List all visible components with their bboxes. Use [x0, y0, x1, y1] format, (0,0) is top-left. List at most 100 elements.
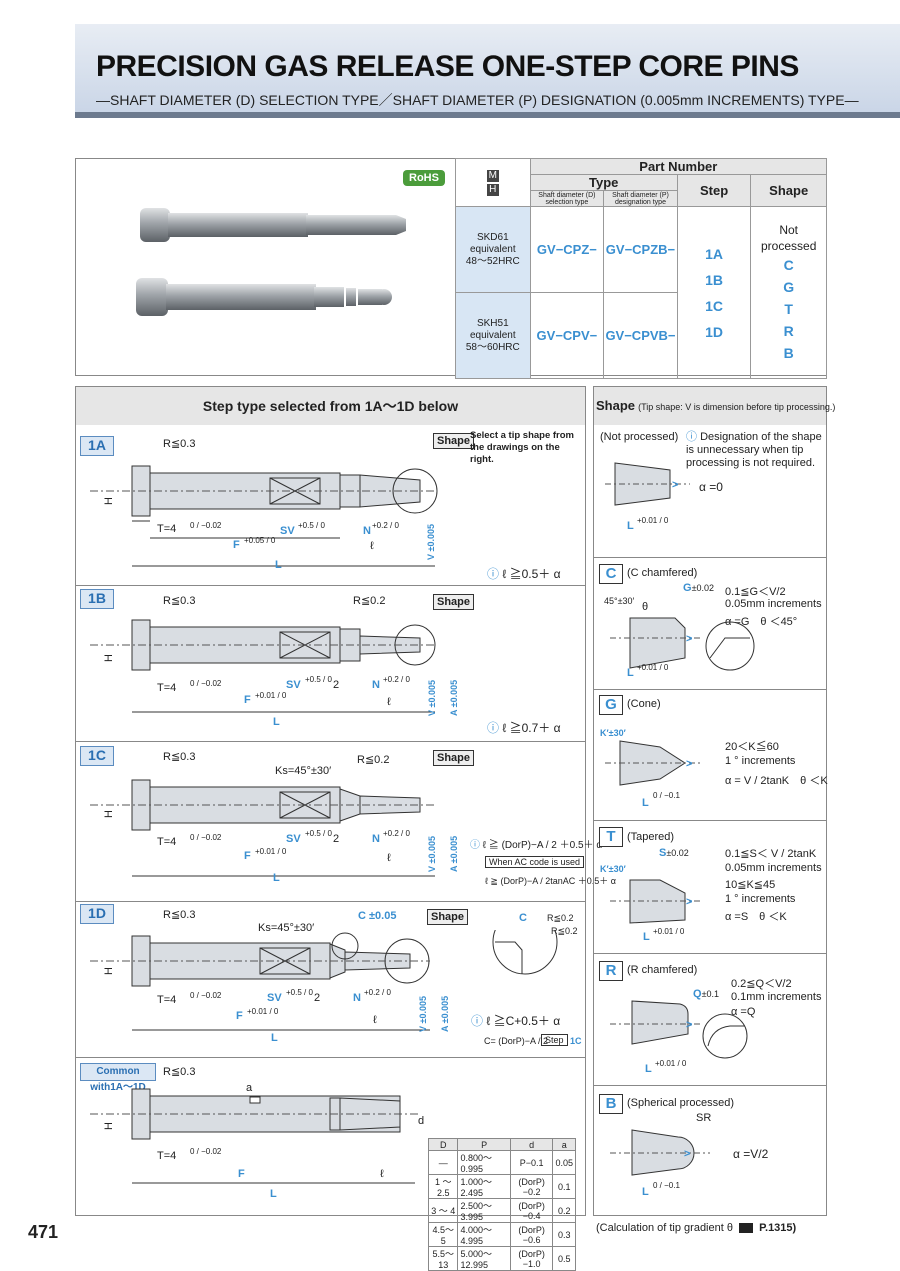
c-label: (C chamfered): [627, 567, 698, 579]
1a-t-label: T=4: [157, 523, 177, 535]
1c-sv-tol: +0.5 / 0: [305, 829, 332, 838]
table-cell: (DorP)−1.0: [509, 1246, 554, 1271]
1b-n-tol: +0.2 / 0: [383, 675, 410, 684]
1d-c-formula: C= (DorP)−A / 2: [484, 1036, 549, 1046]
g-k-label: K′±30′: [600, 728, 626, 738]
t-cond2: 0.05mm increments: [725, 862, 822, 874]
common-h-label: H: [103, 1122, 115, 1130]
1d-detail-c: C: [519, 912, 527, 924]
c-g-label: G±0.02: [683, 582, 714, 594]
1d-detail-r1: R≦0.2: [547, 913, 574, 923]
t-cond4: 1 ° increments: [725, 893, 796, 905]
shape-b: B: [783, 344, 794, 361]
type-code-cpz: GV−CPZ−: [529, 206, 605, 293]
table-cell: 4.5～ 5: [427, 1222, 459, 1247]
footer-page-link[interactable]: P.1315): [759, 1222, 797, 1234]
shape-panel-heading: Shape (Tip shape: V is dimension before …: [594, 387, 835, 425]
1c-v-label: V ±0.005: [427, 836, 437, 872]
1b-shape-button: Shape: [433, 594, 475, 610]
1c-formula2: ℓ ≧ (DorP)−A / 2tanAC ＋0.5＋ α: [485, 876, 616, 886]
material-row-1: SKD61 equivalent 48～52HRC: [455, 206, 531, 293]
r-cond2: 0.1mm increments: [731, 991, 822, 1003]
header-band: [75, 24, 900, 118]
1d-step-button: Step: [541, 1034, 568, 1046]
1b-formula-text: ℓ ≧0.7＋ α: [502, 721, 561, 735]
1d-detail-r2: R≦0.2: [551, 926, 578, 936]
step-1b-section: [75, 585, 586, 742]
shape-heading-bold: Shape: [596, 398, 636, 413]
b-cond1: α =V/2: [733, 1147, 769, 1161]
1b-sv-label: SV: [286, 679, 301, 691]
1d-l-small: ℓ: [373, 1014, 377, 1026]
table-cell: P−0.1: [509, 1150, 554, 1175]
reference-arrow-icon: [739, 1223, 754, 1234]
r-cond3: α =Q: [731, 1006, 756, 1018]
1c-formula-info-icon: ⓘ: [470, 840, 480, 851]
1a-f-tol: +0.05 / 0: [244, 536, 276, 545]
1a-h-label: H: [103, 497, 115, 505]
shape-select-note: Select a tip shape from the drawings on …: [470, 430, 575, 465]
np-note: ⓘ Designation of the shape is unnecessar…: [686, 431, 826, 470]
type-code-cpvb: GV−CPVB−: [603, 292, 678, 379]
np-drawing: >: [605, 462, 690, 506]
g-l-tol: 0 / −0.1: [653, 791, 680, 800]
shape-c: C: [783, 256, 794, 273]
step-1b: 1B: [705, 271, 724, 288]
1a-sv-label: SV: [280, 525, 295, 537]
t-cond3: 10≦K≦45: [725, 879, 776, 891]
1d-sv-label: SV: [267, 992, 282, 1004]
1b-formula: ⓘ ℓ ≧0.7＋ α: [487, 719, 561, 736]
t-l-label: L: [643, 931, 650, 943]
common-l-big: L: [270, 1188, 277, 1200]
1c-f-tol: +0.01 / 0: [255, 847, 287, 856]
1b-n-label: N: [372, 679, 380, 691]
1d-formula-info-icon: ⓘ: [471, 1014, 484, 1028]
r-label: (R chamfered): [627, 964, 698, 976]
1b-f-label: F: [244, 694, 251, 706]
1c-a-label: A ±0.005: [449, 835, 459, 872]
1c-radius-label: R≦0.3: [163, 751, 196, 763]
1c-ks-label: Ks=45°±30′: [275, 765, 332, 777]
tag-c: C: [599, 564, 623, 584]
1c-num2: 2: [333, 833, 340, 845]
footer-note: (Calculation of tip gradient θ P.1315): [596, 1222, 796, 1234]
table-cell: 3 ～ 4: [427, 1198, 459, 1223]
r-cond1: 0.2≦Q＜V/2: [731, 978, 792, 990]
shape-panel: [593, 386, 827, 1216]
1a-radius-label: R≦0.3: [163, 438, 196, 450]
shape-r: R: [783, 322, 794, 339]
b-l-tol: 0 / −0.1: [653, 1181, 680, 1190]
1d-num2: 2: [314, 992, 321, 1004]
r-q-label: Q±0.1: [693, 988, 719, 1000]
table-cell: 1 ～ 2.5: [427, 1174, 459, 1199]
type-d-heading: Shaft diameter (D) selection type: [529, 190, 605, 207]
table-header-cell: D: [427, 1138, 459, 1151]
svg-text:>: >: [686, 758, 692, 770]
1c-formula: ⓘ ℓ ≧ (DorP)−A / 2 ＋0.5＋ α: [470, 836, 602, 851]
1c-sv-label: SV: [286, 833, 301, 845]
divider: [593, 1085, 827, 1086]
step-list: 1A 1B 1C 1D: [676, 206, 752, 379]
1d-sv-tol: +0.5 / 0: [286, 988, 313, 997]
page-subtitle: —SHAFT DIAMETER (D) SELECTION TYPE／SHAFT…: [96, 92, 859, 108]
b-drawing: >: [610, 1129, 710, 1176]
step-panel: [75, 386, 586, 1216]
step-1a-section: [75, 425, 586, 586]
r-l-label: L: [645, 1063, 652, 1075]
1c-t-label: T=4: [157, 836, 177, 848]
np-l-label: L: [627, 520, 634, 532]
c-cond2: 0.05mm increments: [725, 598, 822, 610]
tag-r: R: [599, 961, 623, 981]
g-drawing: >: [605, 740, 700, 786]
1b-v-label: V ±0.005: [427, 680, 437, 716]
1d-shape-button: Shape: [427, 909, 469, 925]
common-d-label: d: [418, 1115, 425, 1127]
common-t-label: T=4: [157, 1150, 177, 1162]
t-drawing: >: [610, 879, 700, 924]
part-number-table: M H Part Number Type Step Shape Shaft di…: [455, 158, 828, 379]
r-l-tol: +0.01 / 0: [655, 1059, 687, 1068]
1c-h-label: H: [103, 810, 115, 818]
c-g-tol: ±0.02: [691, 583, 715, 593]
